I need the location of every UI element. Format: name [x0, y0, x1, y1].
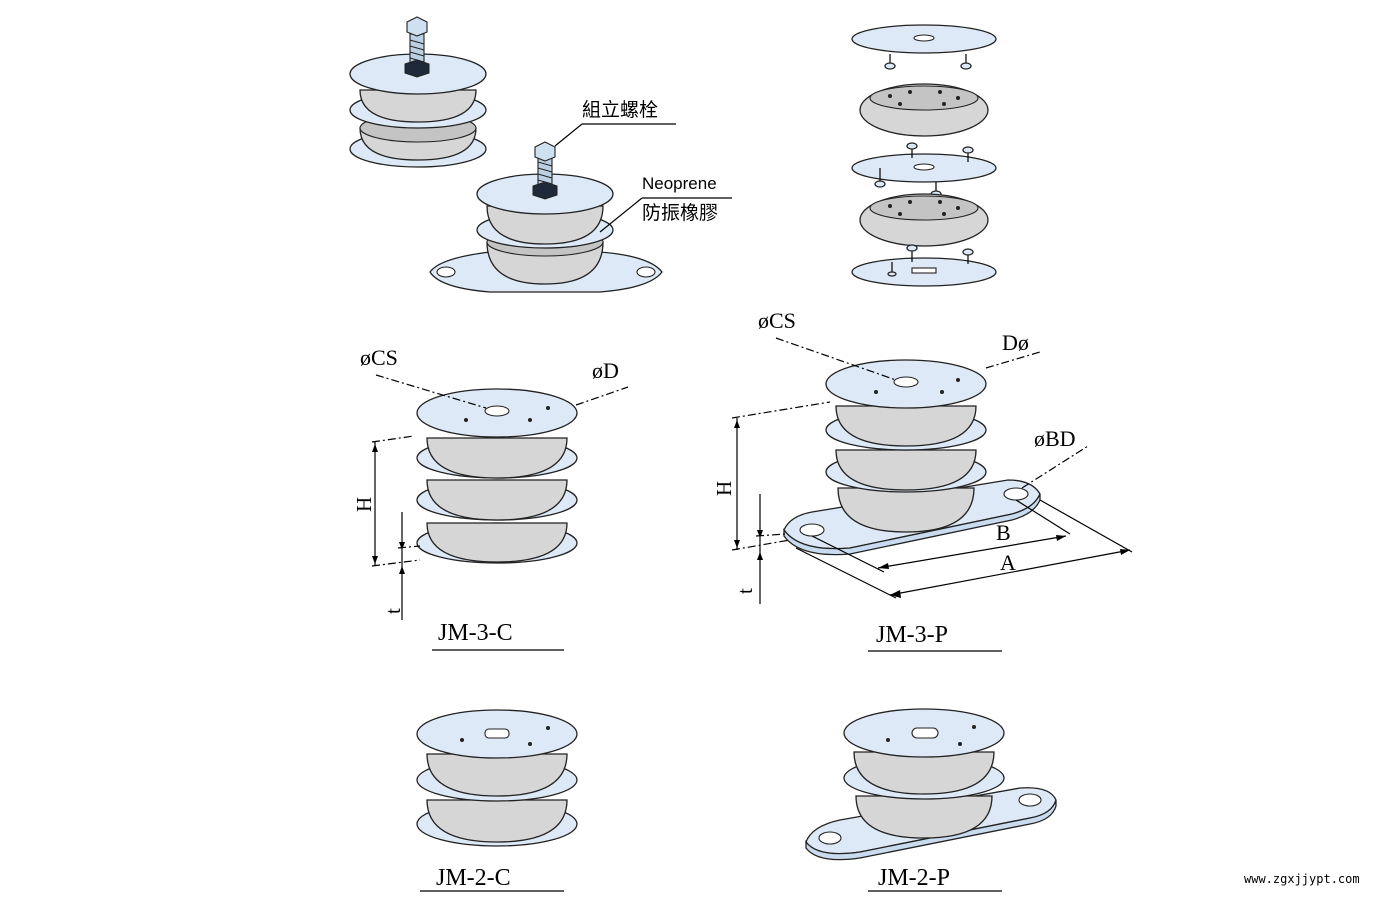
label-d-left: øD [592, 358, 619, 383]
model-label-jm3p: JM-3-P [876, 622, 948, 648]
label-anti-vibration-rubber: 防振橡膠 [642, 202, 718, 224]
label-neoprene: Neoprene [642, 174, 717, 193]
watermark-text: www.zgxjjypt.com [1244, 872, 1360, 886]
label-cs-left: øCS [360, 345, 398, 370]
model-jm2c: JM-2-C [420, 865, 564, 892]
model-label-jm2p: JM-2-P [878, 865, 950, 891]
exploded-view [851, 24, 997, 287]
mount-jm3p-dimensioned [731, 337, 1133, 604]
label-a: A [1000, 550, 1016, 575]
model-label-jm3c: JM-3-C [438, 620, 513, 646]
mount-jm2c [416, 709, 578, 847]
mount-assembled-diamond [429, 141, 663, 293]
model-jm3p: JM-3-P [868, 622, 1002, 652]
mount-jm3c-dimensioned [371, 374, 629, 620]
label-bd: øBD [1034, 426, 1076, 451]
model-label-jm2c: JM-2-C [436, 865, 511, 891]
label-b: B [996, 520, 1011, 545]
label-t-left: t [381, 608, 405, 614]
model-jm3c: JM-3-C [432, 620, 564, 651]
callout-assembly-bolt: 組立螺栓 [554, 99, 676, 147]
label-assembly-bolt: 組立螺栓 [582, 99, 658, 121]
label-cs-right: øCS [758, 308, 796, 333]
mount-assembled-small [349, 16, 487, 168]
mount-jm2p [805, 708, 1057, 861]
label-d-right: Dø [1002, 330, 1029, 355]
label-t-right: t [733, 588, 757, 594]
callout-neoprene: Neoprene 防振橡膠 [599, 174, 732, 233]
model-jm2p: JM-2-P [868, 865, 1002, 892]
label-h-right: H [712, 481, 736, 496]
label-h-left: H [352, 497, 376, 512]
